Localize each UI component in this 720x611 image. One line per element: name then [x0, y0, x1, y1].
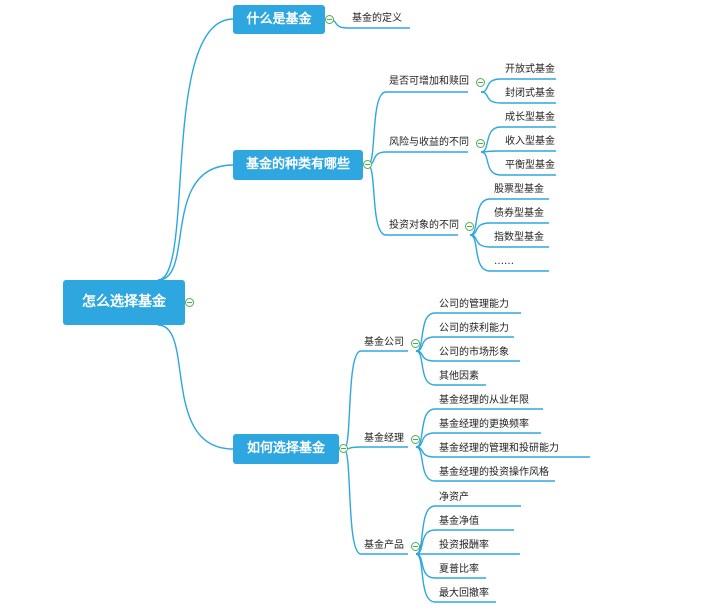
root-label: 怎么选择基金 [82, 294, 166, 310]
leaf-growth-fund[interactable]: 成长型基金 [505, 112, 555, 123]
edge-leaf [480, 151, 502, 176]
edge-leaf [415, 446, 436, 482]
types-collapse-icon[interactable] [363, 160, 372, 169]
leaf-closed-end-fund[interactable]: 封闭式基金 [505, 88, 555, 99]
choose-collapse-icon[interactable] [339, 444, 348, 453]
edge-leaf [480, 91, 502, 104]
edge-leaf [415, 350, 436, 386]
group-investment-object-collapse-icon[interactable] [465, 222, 474, 231]
group-redeemable-collapse-icon[interactable] [476, 78, 485, 87]
what-collapse-icon[interactable] [325, 15, 334, 24]
leaf-years-in-industry[interactable]: 基金经理的从业年限 [439, 395, 529, 406]
leaf-management-research[interactable]: 基金经理的管理和投研能力 [439, 443, 559, 454]
branch-how-to-choose[interactable]: 如何选择基金 [233, 434, 339, 464]
branch-label: 如何选择基金 [246, 441, 325, 456]
group-fund-manager-collapse-icon[interactable] [411, 435, 420, 444]
leaf-index-fund[interactable]: 指数型基金 [494, 232, 544, 243]
leaf-management-ability[interactable]: 公司的管理能力 [439, 299, 509, 310]
group-redeemable[interactable]: 是否可增加和赎回 [389, 76, 469, 87]
leaf-market-image[interactable]: 公司的市场形象 [439, 347, 509, 358]
edge-root-choose [157, 324, 234, 450]
group-fund-product[interactable]: 基金产品 [364, 540, 404, 551]
edge-leaf [415, 408, 436, 448]
leaf-profit-ability[interactable]: 公司的获利能力 [439, 323, 509, 334]
edge-leaf [469, 198, 491, 236]
leaf-return-rate[interactable]: 投资报酬率 [439, 540, 489, 551]
leaf-balanced-fund[interactable]: 平衡型基金 [505, 160, 555, 171]
edge-leaf [469, 234, 491, 272]
edge-choose-group [343, 350, 362, 450]
group-risk-return-collapse-icon[interactable] [476, 139, 485, 148]
leaf-investment-style[interactable]: 基金经理的投资操作风格 [439, 467, 549, 478]
leaf-other-factors[interactable]: 其他因素 [439, 371, 479, 382]
leaf-max-drawdown[interactable]: 最大回撤率 [439, 588, 489, 599]
leaf-net-value[interactable]: 基金净值 [439, 516, 479, 527]
leaf-open-end-fund[interactable]: 开放式基金 [505, 64, 555, 75]
edge-root-what [157, 18, 234, 281]
leaf-bond-fund[interactable]: 债券型基金 [494, 208, 544, 219]
edge-leaf [415, 312, 436, 352]
group-fund-product-collapse-icon[interactable] [411, 542, 420, 551]
leaf-ellipsis[interactable]: …… [494, 256, 514, 267]
branch-label: 基金的种类有哪些 [245, 157, 350, 172]
leaf-income-fund[interactable]: 收入型基金 [505, 136, 555, 147]
group-fund-company-collapse-icon[interactable] [411, 339, 420, 348]
edge-root-types [157, 164, 234, 281]
group-fund-manager[interactable]: 基金经理 [364, 433, 404, 444]
leaf-replacement-frequency[interactable]: 基金经理的更换频率 [439, 419, 529, 430]
edge-leaf [480, 126, 502, 153]
leaf-stock-fund[interactable]: 股票型基金 [494, 184, 544, 195]
edge-types-group [367, 164, 387, 236]
leaf-fund-definition[interactable]: 基金的定义 [352, 13, 402, 24]
group-risk-return[interactable]: 风险与收益的不同 [389, 137, 469, 148]
group-fund-company[interactable]: 基金公司 [364, 337, 404, 348]
leaf-sharpe-ratio[interactable]: 夏普比率 [439, 564, 479, 575]
connector-lines [157, 18, 590, 603]
group-investment-object[interactable]: 投资对象的不同 [389, 220, 459, 231]
branch-fund-types[interactable]: 基金的种类有哪些 [233, 150, 363, 180]
branch-what-is-fund[interactable]: 什么是基金 [233, 5, 325, 34]
root-collapse-icon[interactable] [185, 298, 194, 307]
edge-leaf [415, 553, 436, 603]
edge-choose-group [343, 448, 362, 555]
leaf-net-assets[interactable]: 净资产 [439, 492, 469, 503]
root-node[interactable]: 怎么选择基金 [63, 280, 185, 325]
branch-label: 什么是基金 [246, 12, 312, 27]
